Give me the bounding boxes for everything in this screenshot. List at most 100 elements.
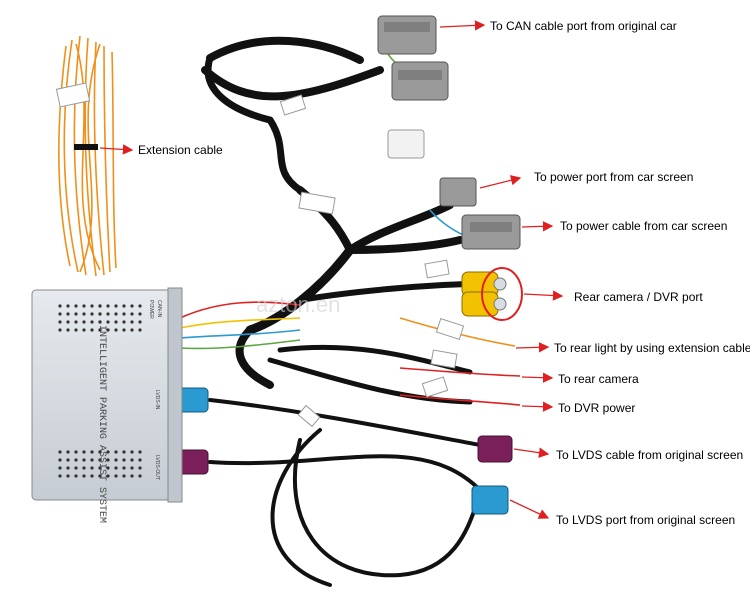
vent-hole [74, 458, 78, 462]
vent-hole [130, 312, 134, 316]
vent-hole [106, 450, 110, 454]
vent-hole [58, 466, 62, 470]
vent-hole [114, 328, 118, 332]
vent-hole [66, 474, 70, 478]
vent-hole [90, 458, 94, 462]
vent-hole [138, 312, 142, 316]
vent-hole [122, 320, 126, 324]
vent-hole [122, 466, 126, 470]
vent-hole [82, 328, 86, 332]
vent-hole [90, 320, 94, 324]
callout-arrows [99, 20, 564, 519]
vent-hole [138, 328, 142, 332]
fakra-connectors [175, 387, 513, 515]
vent-hole [66, 320, 70, 324]
colored-wires [179, 39, 521, 406]
vent-hole [122, 328, 126, 332]
vent-hole [74, 328, 78, 332]
vent-hole [74, 474, 78, 478]
vent-hole [74, 304, 78, 308]
vent-hole [130, 466, 134, 470]
vent-hole [122, 458, 126, 462]
vent-hole [138, 474, 142, 478]
vent-hole [114, 320, 118, 324]
extension-cable-tag [55, 82, 91, 108]
vent-hole [74, 320, 78, 324]
rca-highlight-circle [481, 267, 523, 321]
vent-hole [114, 312, 118, 316]
vent-hole [82, 466, 86, 470]
vent-hole [90, 466, 94, 470]
vent-hole [58, 312, 62, 316]
rca-jacks [461, 267, 523, 321]
port-label-can-in: CAN-IN [156, 300, 162, 318]
vent-hole [122, 450, 126, 454]
cable-tags [279, 94, 465, 428]
vent-hole [58, 474, 62, 478]
vent-hole [66, 450, 70, 454]
vent-hole [130, 474, 134, 478]
vent-hole [130, 458, 134, 462]
extension-cable-tie [74, 144, 98, 150]
can-connectors [377, 15, 449, 159]
callout-rear-camera: To rear camera [558, 372, 639, 386]
vent-hole [138, 458, 142, 462]
port-label-lvds-in: LVDS-IN [154, 390, 160, 410]
port-label-lvds-out: LVDS-OUT [154, 455, 160, 480]
vent-hole [58, 450, 62, 454]
callout-power-port: To power port from car screen [534, 170, 694, 184]
vent-hole [74, 450, 78, 454]
vent-hole [106, 312, 110, 316]
vent-hole [114, 458, 118, 462]
module-title: INTELLIGENT PARKING ASSIST SYSTEM [96, 325, 107, 523]
callout-extension: Extension cable [138, 143, 223, 157]
vent-hole [98, 304, 102, 308]
vent-hole [90, 474, 94, 478]
vent-hole [138, 304, 142, 308]
callout-rear-light: To rear light by using extension cable [554, 341, 750, 355]
vent-hole [130, 320, 134, 324]
vent-hole [82, 312, 86, 316]
vent-hole [66, 458, 70, 462]
callout-dvr-power: To DVR power [558, 401, 636, 415]
vent-hole [114, 450, 118, 454]
vent-hole [138, 466, 142, 470]
vent-hole [106, 320, 110, 324]
vent-hole [98, 466, 102, 470]
vent-hole [114, 304, 118, 308]
module-box [31, 287, 183, 503]
vent-hole [98, 450, 102, 454]
vent-hole [90, 328, 94, 332]
vent-hole [138, 450, 142, 454]
vent-hole [106, 328, 110, 332]
port-label-power: POWER [148, 300, 154, 319]
vent-hole [66, 304, 70, 308]
vent-hole [122, 304, 126, 308]
vent-hole [130, 328, 134, 332]
power-connectors [439, 177, 521, 250]
vent-hole [82, 320, 86, 324]
vent-hole [82, 450, 86, 454]
vent-hole [98, 312, 102, 316]
vent-hole [106, 466, 110, 470]
vent-hole [122, 474, 126, 478]
vent-hole [106, 458, 110, 462]
vent-hole [98, 320, 102, 324]
vent-hole [66, 466, 70, 470]
vent-hole [130, 304, 134, 308]
vent-hole [138, 320, 142, 324]
vent-hole [82, 304, 86, 308]
vent-hole [130, 450, 134, 454]
vent-hole [114, 466, 118, 470]
vent-hole [90, 450, 94, 454]
vent-hole [90, 312, 94, 316]
vent-hole [82, 458, 86, 462]
vent-hole [98, 328, 102, 332]
vent-hole [90, 304, 94, 308]
module-vent-holes [58, 304, 142, 478]
vent-hole [74, 312, 78, 316]
callout-power-cable: To power cable from car screen [560, 219, 728, 233]
callout-rear-camera-dvr: Rear camera / DVR port [574, 290, 703, 304]
